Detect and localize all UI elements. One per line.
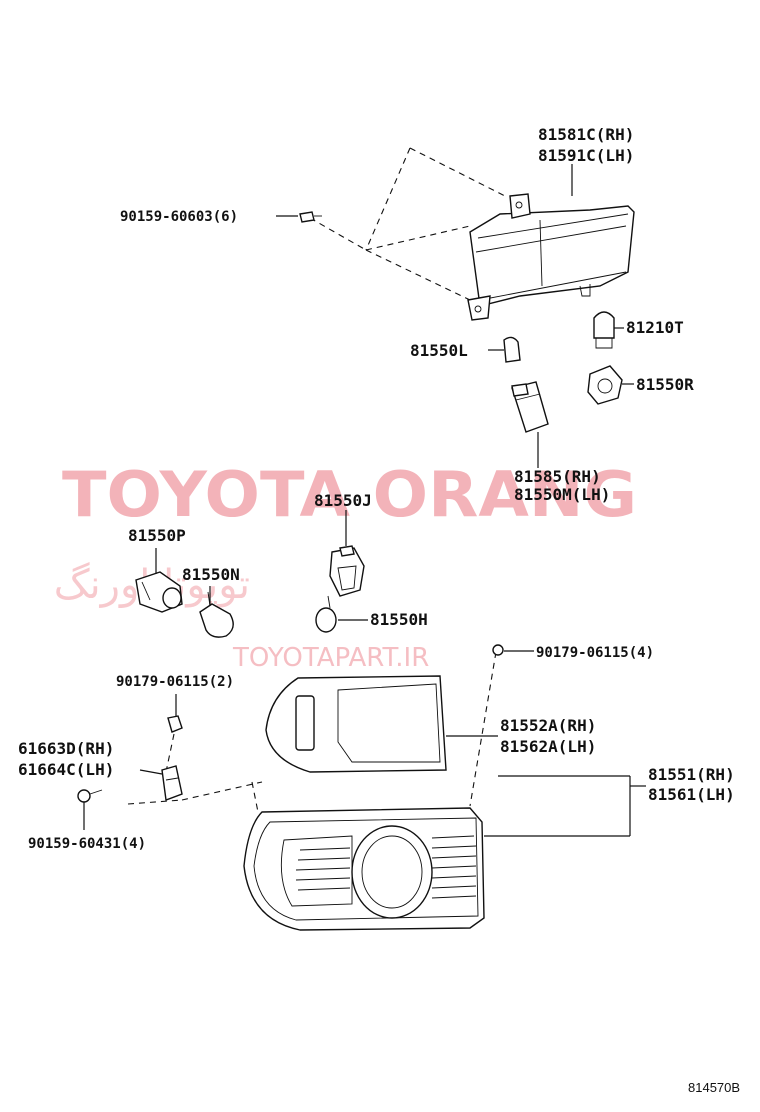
bulb-81550h-icon xyxy=(315,595,337,633)
watermark-site: TOYOTAPART.IR xyxy=(232,643,429,673)
label-81210t: 81210T xyxy=(626,318,684,337)
socket-81550j-icon xyxy=(329,545,365,597)
socket-81585-icon xyxy=(511,381,549,433)
label-81581c: 81581C(RH) xyxy=(538,125,634,144)
label-90159-60431: 90159-60431(4) xyxy=(28,836,146,852)
label-61664c: 61664C(LH) xyxy=(18,760,114,779)
nut-90179-right-icon xyxy=(492,644,504,656)
label-81550l: 81550L xyxy=(410,341,468,360)
label-90179-06115-right: 90179-06115(4) xyxy=(536,645,654,661)
label-61663d: 61663D(RH) xyxy=(18,739,114,758)
label-81550m: 81550M(LH) xyxy=(514,485,610,504)
label-81561: 81561(LH) xyxy=(648,785,735,804)
housing-81551[interactable] xyxy=(243,807,485,931)
screw-90159-60431-icon xyxy=(77,789,103,803)
label-81550h: 81550H xyxy=(370,610,428,629)
label-90159-60603: 90159-60603(6) xyxy=(120,209,238,225)
socket-81550r-icon xyxy=(587,365,623,405)
bracket-61663d-icon xyxy=(161,765,183,801)
watermark-brand-latin: TOYOTA ORANG xyxy=(62,458,637,531)
nut-90179-left-icon xyxy=(167,715,183,733)
label-81551: 81551(RH) xyxy=(648,765,735,784)
label-81550n: 81550N xyxy=(182,565,240,584)
lens-81552a[interactable] xyxy=(265,675,447,773)
socket-81550p-icon xyxy=(135,571,183,613)
label-81552a: 81552A(RH) xyxy=(500,716,596,735)
label-81585: 81585(RH) xyxy=(514,467,601,486)
label-81550j: 81550J xyxy=(314,491,372,510)
screw-90159-60603-icon xyxy=(299,211,322,223)
label-81550r: 81550R xyxy=(636,375,694,394)
label-81550p: 81550P xyxy=(128,526,186,545)
bulb-81210t-icon xyxy=(593,311,615,349)
bulb-81550l-icon xyxy=(503,336,521,363)
label-81591c: 81591C(LH) xyxy=(538,146,634,165)
label-81562a: 81562A(LH) xyxy=(500,737,596,756)
bulb-81550n-icon xyxy=(199,591,234,638)
label-90179-06115-left: 90179-06115(2) xyxy=(116,674,234,690)
diagram-code: 814570B xyxy=(688,1080,740,1095)
side-marker-lamp-assembly[interactable] xyxy=(467,193,635,321)
